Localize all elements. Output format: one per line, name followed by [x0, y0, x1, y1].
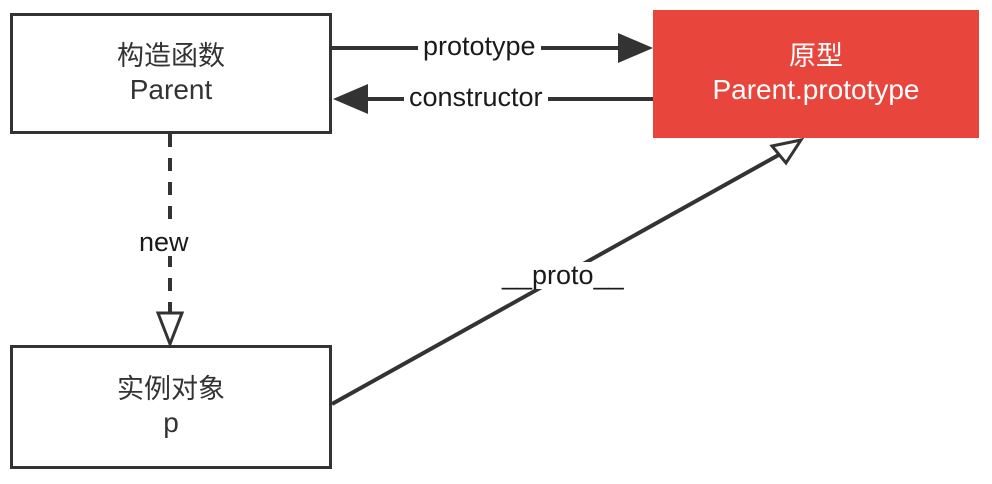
- node-parent-prototype[interactable]: 原型 Parent.prototype: [653, 10, 979, 138]
- node-constructor-parent[interactable]: 构造函数 Parent: [10, 13, 332, 134]
- edge-constructor-arrowhead-icon: [333, 84, 368, 114]
- node-constructor-title: 构造函数: [117, 40, 225, 71]
- edge-label-proto: __proto__: [497, 262, 629, 289]
- edge-new: [155, 134, 185, 349]
- edge-prototype-arrowhead-icon: [618, 33, 653, 63]
- node-constructor-subtitle: Parent: [129, 73, 213, 105]
- edge-proto-arrowhead-icon: [769, 137, 805, 166]
- edge-label-constructor: constructor: [404, 84, 548, 111]
- node-instance-title: 实例对象: [117, 374, 225, 405]
- node-instance-subtitle: p: [163, 407, 179, 439]
- edge-label-prototype: prototype: [418, 33, 541, 60]
- node-prototype-title: 原型: [789, 41, 843, 72]
- node-prototype-subtitle: Parent.prototype: [712, 74, 920, 106]
- edge-label-new: new: [134, 229, 194, 256]
- node-instance-object[interactable]: 实例对象 p: [10, 345, 332, 469]
- edge-new-arrowhead-icon: [155, 311, 185, 349]
